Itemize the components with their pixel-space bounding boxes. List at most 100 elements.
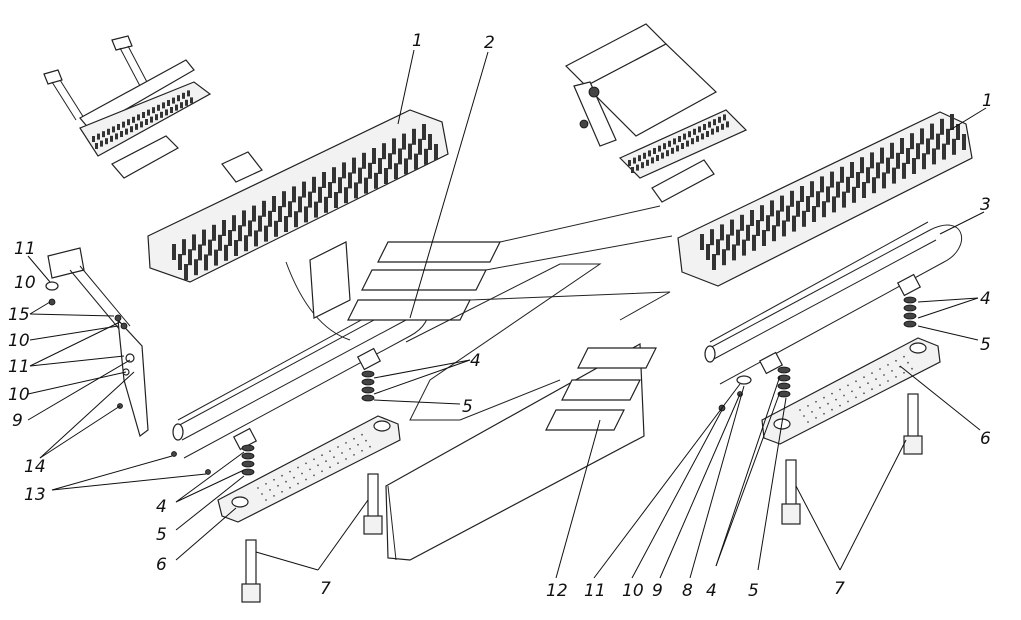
callout-4-right-bottom: 4: [706, 581, 717, 601]
tread-slot: [112, 126, 115, 133]
tread-slot: [302, 181, 306, 198]
tread-slot: [130, 126, 133, 133]
tread-slot: [636, 164, 639, 171]
tread-slot: [902, 162, 906, 179]
plate-dot: [305, 462, 307, 465]
callout-8: 8: [682, 581, 693, 601]
plate-dot: [329, 466, 331, 469]
plate-dot: [863, 376, 865, 379]
tread-slot: [916, 143, 920, 160]
tread-slot: [708, 121, 711, 128]
tread-slot: [408, 143, 412, 160]
tread-slot: [165, 109, 168, 116]
tread-slot: [810, 181, 814, 198]
tread-slot: [681, 143, 684, 149]
tread-slot: [392, 138, 396, 155]
plate-dot: [297, 466, 299, 469]
tread-slot: [750, 210, 754, 226]
callout-6-right: 6: [980, 429, 991, 449]
tread-slot: [328, 182, 332, 198]
tread-slot: [776, 210, 780, 227]
tread-slot: [638, 155, 641, 162]
tread-slot: [352, 157, 356, 174]
tread-slot: [876, 162, 880, 179]
tread-slot: [688, 131, 691, 138]
tread-slot: [304, 206, 308, 223]
tread-slot: [292, 186, 296, 203]
tread-slot: [322, 172, 326, 188]
tread-slot: [628, 160, 631, 166]
tread-slot: [832, 196, 836, 213]
tread-slot: [693, 128, 696, 135]
tread-slot: [364, 177, 368, 194]
tread-slot: [663, 143, 666, 150]
tread-slot: [244, 235, 248, 252]
tread-slot: [840, 166, 844, 183]
tread-slot: [696, 135, 699, 142]
tread-slot: [946, 128, 950, 145]
tread-slot: [95, 143, 98, 149]
tread-slot: [254, 230, 258, 247]
tread-slot: [956, 124, 960, 140]
tread-slot: [700, 234, 704, 250]
tread-slot: [194, 259, 198, 276]
plate-dot: [333, 456, 335, 458]
callout-12: 12: [546, 581, 568, 601]
tread-slot: [890, 142, 894, 159]
tread-slot: [284, 216, 288, 232]
tread-slot: [736, 229, 740, 246]
tread-slot: [852, 186, 856, 203]
tread-slot: [140, 121, 143, 128]
tread-slot: [780, 195, 784, 212]
callout-6-left: 6: [156, 555, 167, 575]
bracket-left: [285, 241, 351, 341]
tread-slot: [125, 128, 128, 135]
tread-slot: [414, 153, 418, 170]
tread-slot: [115, 133, 118, 140]
tread-slot: [368, 162, 372, 179]
lower-plate-left: [217, 415, 401, 523]
tread-slot: [661, 152, 664, 159]
plate-dot: [815, 417, 817, 419]
tread-slot: [766, 215, 770, 232]
step-tread-right: [677, 111, 973, 287]
tread-slot: [378, 158, 382, 174]
plate-dot: [803, 415, 805, 417]
plate-dot: [365, 439, 367, 442]
plate-dot: [811, 411, 813, 413]
plate-dot: [887, 380, 889, 382]
plate-dot: [285, 480, 287, 483]
tread-slot: [846, 176, 850, 193]
callout-11-right: 11: [584, 581, 606, 601]
tread-slot: [710, 229, 714, 246]
plate-dot: [317, 464, 319, 467]
plate-dot: [361, 449, 363, 452]
plate-dot: [879, 384, 881, 386]
plate-dot: [823, 412, 825, 415]
plate-dot: [863, 392, 865, 395]
tread-slot: [723, 114, 726, 121]
plate-dot: [807, 421, 809, 423]
callout-4-left-bottom: 4: [156, 497, 167, 517]
tread-slot: [718, 116, 721, 123]
tread-slot: [720, 224, 724, 241]
tread-slot: [312, 176, 316, 193]
tread-slot: [820, 176, 824, 193]
tread-slot: [866, 167, 870, 184]
plate-dot: [353, 437, 355, 440]
tread-slot: [790, 190, 794, 207]
tread-slot: [920, 128, 924, 145]
callout-14: 14: [24, 457, 46, 477]
callout-4-left-mid: 4: [470, 351, 481, 371]
plate-dot: [289, 470, 291, 473]
tread-slot: [100, 140, 103, 147]
plate-dot: [329, 450, 331, 452]
tread-slot: [643, 152, 646, 159]
callout-5-right-top: 5: [980, 335, 991, 355]
tread-slot: [830, 171, 834, 188]
plate-dot: [281, 474, 283, 477]
tread-slot: [222, 220, 226, 236]
tread-slot: [172, 97, 175, 104]
tread-slot: [172, 244, 176, 260]
